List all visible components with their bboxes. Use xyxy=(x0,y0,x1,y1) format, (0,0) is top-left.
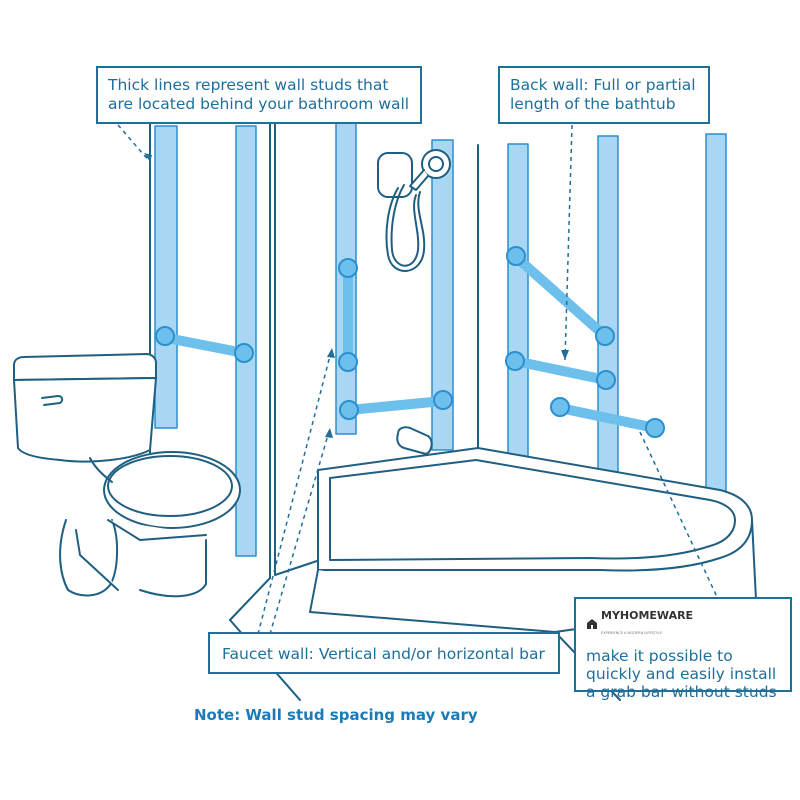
callout-brand: MYHOMEWARE EXPERIENCE A MODERN LIFESTYLE… xyxy=(574,597,792,701)
stud-left-1 xyxy=(154,125,178,429)
brand-tagline: EXPERIENCE A MODERN LIFESTYLE xyxy=(601,631,663,635)
stud-back-2 xyxy=(597,135,619,479)
callout-back-line1: Back wall: Full or partial xyxy=(510,76,696,94)
faucet-icon xyxy=(396,426,433,455)
callout-faucet-text: Faucet wall: Vertical and/or horizontal … xyxy=(222,645,545,663)
brand-logo-text: MYHOMEWARE xyxy=(601,609,694,622)
note-stud-spacing: Note: Wall stud spacing may vary xyxy=(194,706,478,724)
grab-bar-back-lower xyxy=(550,397,665,438)
grab-bar-back-upper xyxy=(505,351,616,390)
callout-back-line2: length of the bathtub xyxy=(510,95,676,113)
callout-faucet-wall: Faucet wall: Vertical and/or horizontal … xyxy=(208,632,560,674)
callout-studs-line1: Thick lines represent wall studs that xyxy=(108,76,389,94)
grab-bar-icon xyxy=(155,326,254,363)
leader-arrowheads xyxy=(144,153,569,438)
stud-back-1 xyxy=(507,143,529,463)
toilet-icon xyxy=(13,353,241,598)
callout-studs-line2: are located behind your bathroom wall xyxy=(108,95,410,113)
showerhead-icon xyxy=(377,149,451,272)
grab-bar-diagonal xyxy=(506,246,615,346)
callout-back-wall: Back wall: Full or partial length of the… xyxy=(498,66,710,124)
brand-line1: make it possible to xyxy=(586,647,733,665)
brand-line2: quickly and easily install xyxy=(586,665,777,683)
wall-studs xyxy=(154,121,727,557)
grab-bar-vertical xyxy=(338,258,358,372)
callout-wall-studs: Thick lines represent wall studs that ar… xyxy=(96,66,422,124)
leader-lines xyxy=(117,124,718,635)
grab-bar-horizontal-faucet xyxy=(339,390,453,420)
wall-outlines xyxy=(149,119,479,621)
brand-logo-icon xyxy=(587,619,597,629)
stud-left-2 xyxy=(235,125,257,557)
grab-bars xyxy=(155,246,665,438)
brand-logo-row: MYHOMEWARE EXPERIENCE A MODERN LIFESTYLE xyxy=(586,605,780,643)
bathtub-icon xyxy=(309,447,757,633)
brand-line3: a grab bar without studs xyxy=(586,683,777,701)
stud-back-3 xyxy=(705,133,727,507)
stud-faucet-2 xyxy=(431,139,454,451)
